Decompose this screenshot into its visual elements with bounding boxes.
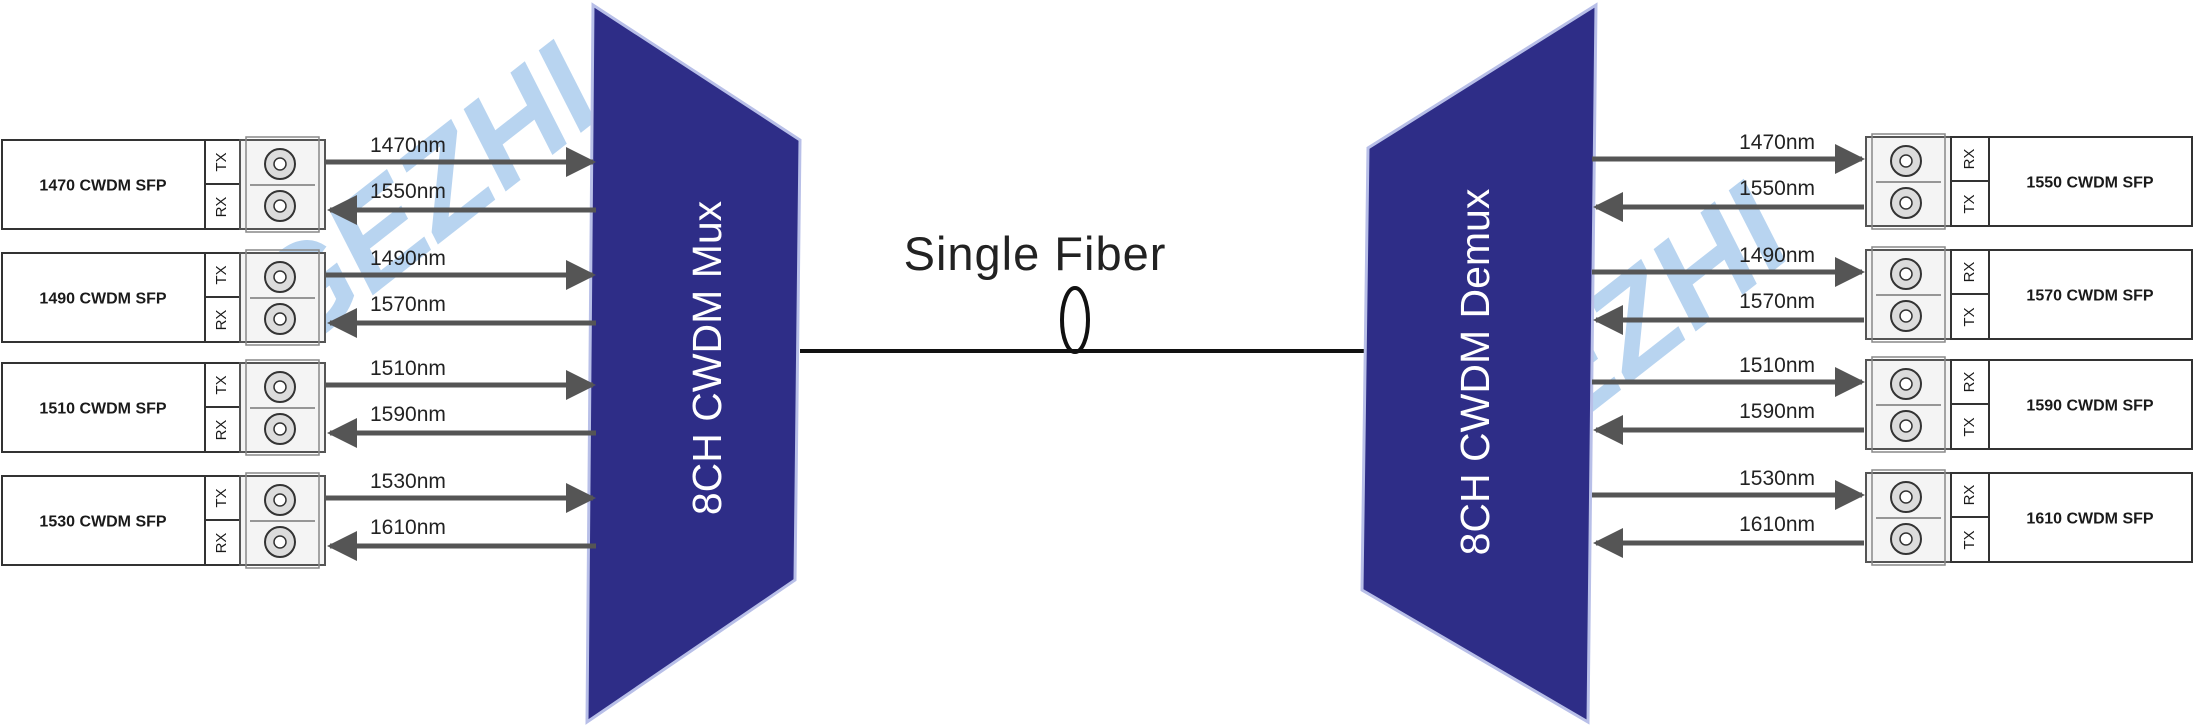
left-module-2-optical-ferrule-icon (273, 312, 287, 326)
right-module-3-optical-ferrule-icon (1899, 377, 1913, 391)
left-module-1-sfp-label: 1470 CWDM SFP (39, 178, 166, 195)
left-module-4-sfp-label: 1530 CWDM SFP (39, 514, 166, 531)
left-module-1-sfp-box (1, 139, 206, 230)
right-module-4-sfp-label: 1610 CWDM SFP (2026, 511, 2153, 528)
demux-label: 8CH CWDM Demux (1452, 188, 1498, 555)
right-module-3: RX TX 1590 CWDM SFP 1510nm 1590nm (1592, 354, 2193, 453)
right-module-3-port-bottom-label: TX (1961, 417, 1978, 436)
left-module-3-port-top-label: TX (213, 375, 230, 394)
right-module-1-sfp-box (1988, 136, 2193, 227)
left-module-3-optical-ferrule-icon (273, 422, 287, 436)
right-module-4-port-top-label: RX (1961, 485, 1978, 506)
right-module-1-optical-ferrule-icon (1899, 154, 1913, 168)
left-module-2: 1490 CWDM SFP TX RX 1490nm 1570nm (1, 247, 596, 346)
right-module-2-sfp-box (1988, 249, 2193, 340)
right-module-3-optical-ferrule-icon (1899, 419, 1913, 433)
right-module-2-port-top-label: RX (1961, 262, 1978, 283)
right-module-1-port-top-label: RX (1961, 149, 1978, 170)
right-module-1-optical-ferrule-icon (1899, 196, 1913, 210)
right-module-3-tx-wavelength: 1590nm (1739, 400, 1815, 423)
right-module-2: RX TX 1570 CWDM SFP 1490nm 1570nm (1592, 244, 2193, 343)
left-module-1: 1470 CWDM SFP TX RX 1470nm 1550nm (1, 134, 596, 233)
right-module-2-sfp-label: 1570 CWDM SFP (2026, 288, 2153, 305)
right-module-1-sfp-label: 1550 CWDM SFP (2026, 175, 2153, 192)
right-module-3-port-top-label: RX (1961, 372, 1978, 393)
right-module-1-port-bottom-label: TX (1961, 194, 1978, 213)
right-module-2-optical-ferrule-icon (1899, 267, 1913, 281)
left-module-2-optical-ferrule-icon (273, 270, 287, 284)
right-module-4-tx-wavelength: 1610nm (1739, 513, 1815, 536)
right-module-4-transceiver-frame (1871, 469, 1946, 566)
left-module-4-port-bottom-label: RX (213, 533, 230, 554)
right-module-3-sfp-box (1988, 359, 2193, 450)
fiber-loop-icon (1060, 286, 1090, 354)
left-module-2-tx-wavelength: 1490nm (370, 247, 446, 270)
right-module-1-rx-wavelength: 1470nm (1739, 131, 1815, 154)
left-module-3-tx-wavelength: 1510nm (370, 357, 446, 380)
right-module-2-rx-wavelength: 1490nm (1739, 244, 1815, 267)
right-module-4-sfp-box (1988, 472, 2193, 563)
left-module-3-transceiver-frame (245, 359, 320, 456)
right-module-2-transceiver-frame (1871, 246, 1946, 343)
left-module-1-rx-wavelength: 1550nm (370, 180, 446, 203)
left-module-4-sfp-box (1, 475, 206, 566)
right-module-1: RX TX 1550 CWDM SFP 1470nm 1550nm (1592, 131, 2193, 230)
right-module-1-tx-wavelength: 1550nm (1739, 177, 1815, 200)
left-module-1-optical-ferrule-icon (273, 199, 287, 213)
left-module-1-optical-ferrule-icon (273, 157, 287, 171)
left-module-3-optical-ferrule-icon (273, 380, 287, 394)
right-module-3-sfp-label: 1590 CWDM SFP (2026, 398, 2153, 415)
left-module-4-tx-wavelength: 1530nm (370, 470, 446, 493)
left-module-3-port-bottom-label: RX (213, 420, 230, 441)
left-module-1-port-top-label: TX (213, 152, 230, 171)
right-module-3-rx-wavelength: 1510nm (1739, 354, 1815, 377)
left-modules: 1470 CWDM SFP TX RX 1470nm 1550nm 1490 CWDM S… (1, 134, 596, 569)
demux-unit (1360, 2, 1598, 725)
left-module-2-sfp-label: 1490 CWDM SFP (39, 291, 166, 308)
left-module-3: 1510 CWDM SFP TX RX 1510nm 1590nm (1, 357, 596, 456)
left-module-3-sfp-box (1, 362, 206, 453)
right-module-4-rx-wavelength: 1530nm (1739, 467, 1815, 490)
right-module-1-transceiver-frame (1871, 133, 1946, 230)
right-module-2-optical-ferrule-icon (1899, 309, 1913, 323)
right-module-2-port-bottom-label: TX (1961, 307, 1978, 326)
right-module-3-transceiver-frame (1871, 356, 1946, 453)
right-module-4: RX TX 1610 CWDM SFP 1530nm 1610nm (1592, 467, 2193, 566)
left-module-4-transceiver-frame (245, 472, 320, 569)
mux-unit (585, 2, 802, 725)
left-module-4-port-top-label: TX (213, 488, 230, 507)
left-module-2-port-bottom-label: RX (213, 310, 230, 331)
left-module-1-tx-wavelength: 1470nm (370, 134, 446, 157)
left-module-3-rx-wavelength: 1590nm (370, 403, 446, 426)
left-module-3-sfp-label: 1510 CWDM SFP (39, 401, 166, 418)
left-module-2-transceiver-frame (245, 249, 320, 346)
left-module-4-rx-wavelength: 1610nm (370, 516, 446, 539)
right-module-4-optical-ferrule-icon (1899, 490, 1913, 504)
left-module-1-port-bottom-label: RX (213, 197, 230, 218)
left-module-4-optical-ferrule-icon (273, 535, 287, 549)
right-module-4-port-bottom-label: TX (1961, 530, 1978, 549)
left-module-4: 1530 CWDM SFP TX RX 1530nm 1610nm (1, 470, 596, 569)
right-module-2-tx-wavelength: 1570nm (1739, 290, 1815, 313)
mux-label: 8CH CWDM Mux (684, 200, 730, 515)
left-module-1-transceiver-frame (245, 136, 320, 233)
left-module-2-port-top-label: TX (213, 265, 230, 284)
left-module-2-sfp-box (1, 252, 206, 343)
single-fiber-label: Single Fiber (904, 227, 1167, 280)
left-module-2-rx-wavelength: 1570nm (370, 293, 446, 316)
right-module-4-optical-ferrule-icon (1899, 532, 1913, 546)
left-module-4-optical-ferrule-icon (273, 493, 287, 507)
